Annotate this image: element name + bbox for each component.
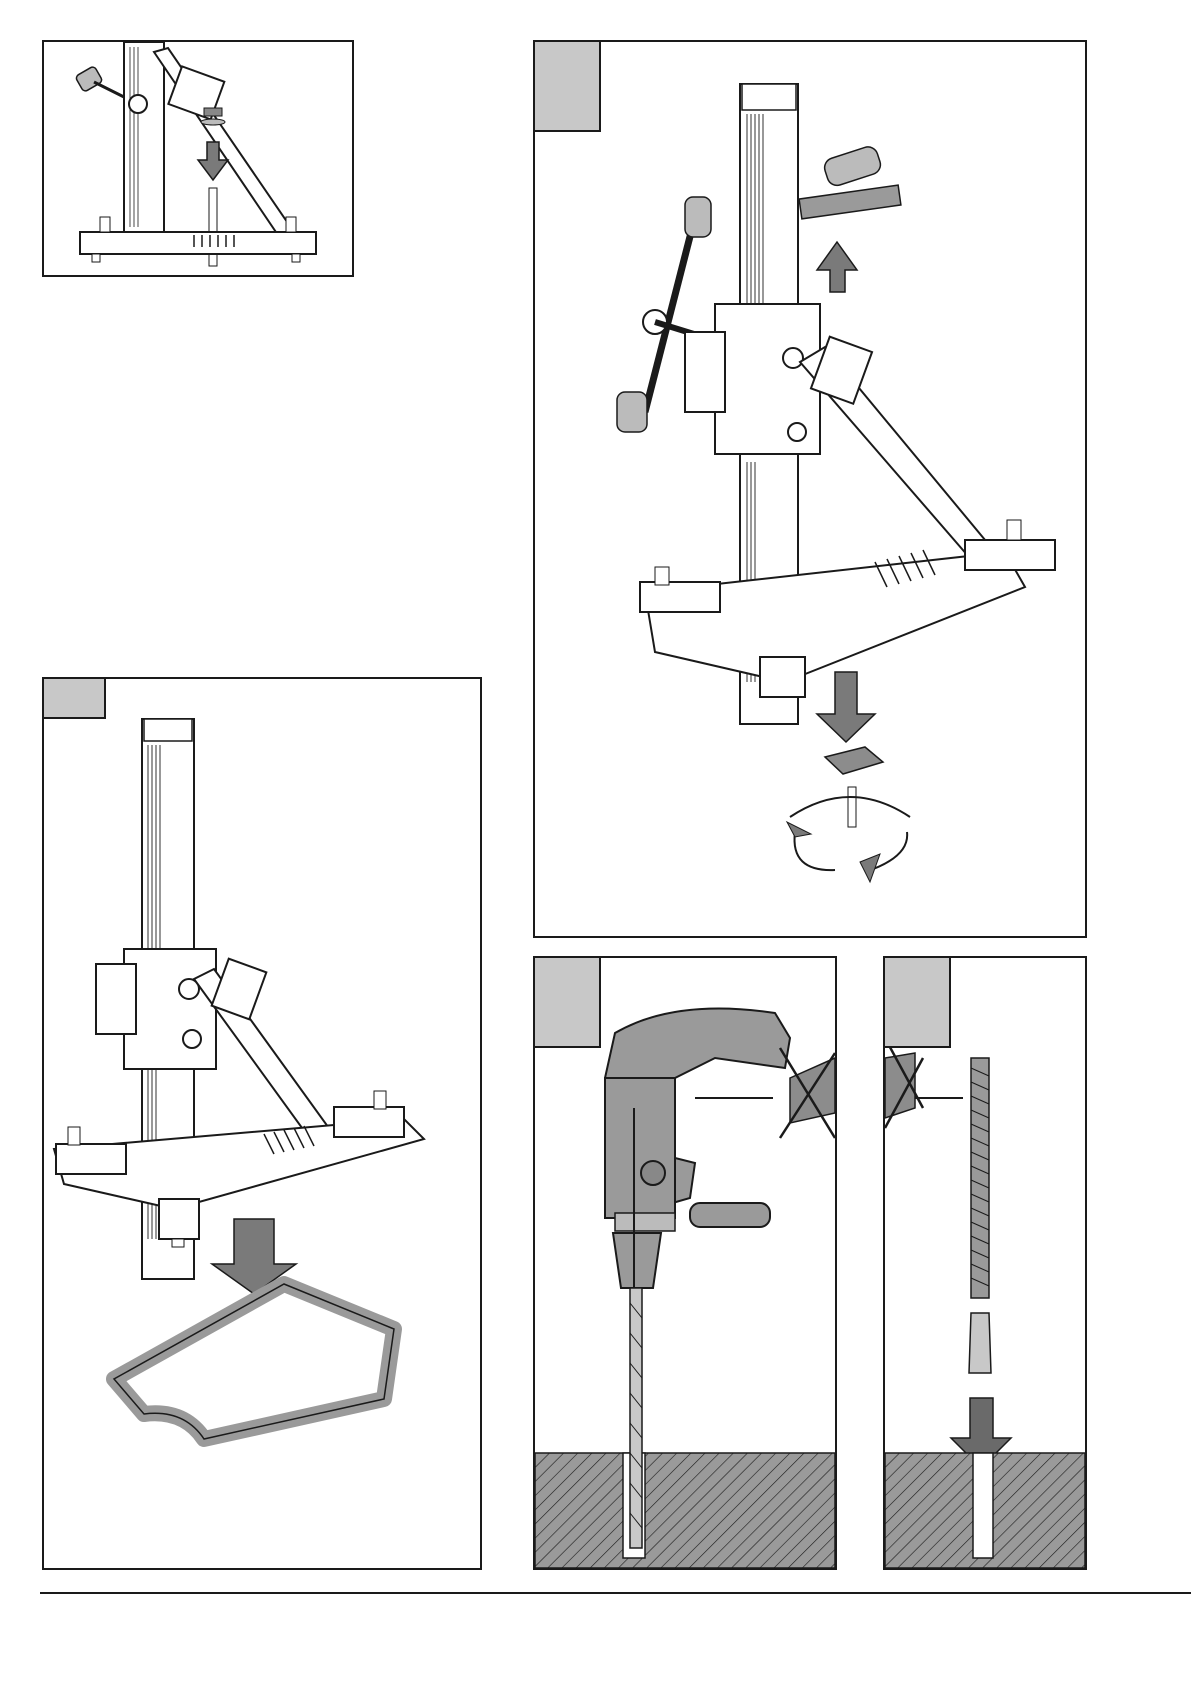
step-tab	[883, 956, 951, 1048]
step-tab	[533, 956, 601, 1048]
stand-assembly-detail-icon	[44, 42, 352, 275]
panel-remove-mount	[533, 40, 1087, 938]
panel-stand-base	[42, 677, 482, 1570]
step-tab	[42, 677, 106, 719]
hammer-drill-in-concrete-icon	[535, 958, 835, 1568]
footer-rule	[40, 1592, 1191, 1594]
panel-anchor	[883, 956, 1087, 1570]
drill-stand-with-base-frame-icon	[44, 679, 480, 1568]
anchor-rod-insert-icon	[885, 958, 1085, 1568]
drill-stand-remove-mount-icon	[535, 42, 1085, 936]
inset-panel	[42, 40, 354, 277]
panel-drill-hole	[533, 956, 837, 1570]
no-box-icon	[780, 1048, 835, 1138]
step-tab	[533, 40, 601, 132]
